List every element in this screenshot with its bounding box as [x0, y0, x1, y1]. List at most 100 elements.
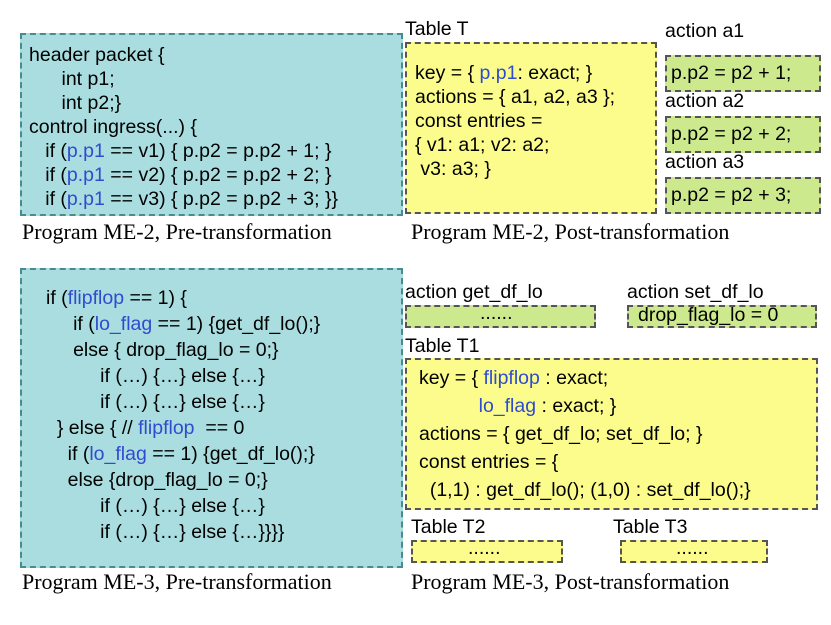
code-line: if (…) {…} else {…}	[46, 493, 320, 519]
code-text: const entries =	[415, 110, 543, 132]
me2-action-a1-body: p.p2 = p2 + 1;	[671, 62, 792, 84]
code-text: == v1) { p.p2 = p.p2 + 1; }	[104, 140, 332, 162]
code-text: : exact; }	[517, 62, 593, 84]
code-line: else { drop_flag_lo = 0;}	[46, 337, 320, 363]
code-text: == 1) {get_df_lo();}	[152, 313, 321, 335]
me3-table3-title: Table T3	[613, 516, 688, 538]
me3-action-set-box	[627, 305, 817, 328]
code-text: else { drop_flag_lo = 0;}	[46, 339, 279, 361]
code-line: const entries =	[415, 109, 615, 133]
highlighted-identifier: lo_flag	[94, 313, 153, 335]
code-text: if (…) {…} else {…}	[46, 365, 265, 387]
code-line: header packet {	[29, 43, 338, 67]
code-line: if (p.p1 == v2) { p.p2 = p.p2 + 2; }	[29, 163, 338, 187]
me2-action-a3-box	[665, 177, 821, 214]
code-line: if (p.p1 == v1) { p.p2 = p.p2 + 1; }	[29, 139, 338, 163]
code-text: if (	[46, 313, 95, 335]
code-text: == 1) {	[124, 287, 187, 309]
highlighted-identifier: p.p1	[66, 188, 105, 210]
highlighted-identifier: lo_flag	[478, 395, 537, 417]
me2-action-a2-body: p.p2 = p2 + 2;	[671, 123, 792, 145]
code-line: if (lo_flag == 1) {get_df_lo();}	[46, 441, 320, 467]
code-text	[419, 395, 479, 417]
me3-action-set-title: action set_df_lo	[627, 281, 764, 303]
code-text: if (	[46, 443, 90, 465]
me2-table-title: Table T	[405, 18, 469, 40]
code-line: int p1;	[29, 67, 338, 91]
code-line: if (p.p1 == v3) { p.p2 = p.p2 + 3; }}	[29, 187, 338, 211]
me3-action-get-body: ......	[480, 302, 513, 324]
code-text: actions = { a1, a2, a3 };	[415, 86, 616, 108]
me3-table1-code: key = { flipflop : exact; lo_flag : exac…	[419, 364, 751, 504]
code-line: key = { flipflop : exact;	[419, 364, 751, 392]
me3-table3-box	[620, 540, 768, 563]
code-text: const entries = {	[419, 451, 559, 473]
me2-action-a2-title: action a2	[665, 90, 745, 112]
highlighted-identifier: flipflop	[483, 367, 540, 389]
me3-table2-title: Table T2	[411, 516, 486, 538]
me2-action-a3-title: action a3	[665, 151, 745, 173]
me3-post-caption: Program ME-3, Post-transformation	[411, 569, 730, 594]
code-line: if (flipflop == 1) {	[46, 285, 320, 311]
code-line: if (…) {…} else {…}}}}	[46, 519, 320, 545]
code-line: else {drop_flag_lo = 0;}	[46, 467, 320, 493]
code-line: actions = { a1, a2, a3 };	[415, 85, 615, 109]
me3-table1-box	[405, 358, 818, 510]
me2-pre-code: header packet { int p1; int p2;}control …	[29, 43, 338, 211]
code-line: v3: a3; }	[415, 157, 615, 181]
code-line: key = { p.p1: exact; }	[415, 61, 615, 85]
code-text: v3: a3; }	[415, 158, 491, 180]
me3-table2-body: ......	[468, 537, 501, 559]
code-text: : exact; }	[536, 395, 617, 417]
me2-action-a2-box	[665, 116, 821, 153]
me3-action-set-body: drop_flag_lo = 0	[638, 304, 779, 326]
code-line: control ingress(...) {	[29, 115, 338, 139]
code-text: { v1: a1; v2: a2;	[415, 134, 550, 156]
code-line: const entries = {	[419, 448, 751, 476]
highlighted-identifier: p.p1	[66, 140, 105, 162]
code-text: key = {	[415, 62, 480, 84]
code-line: actions = { get_df_lo; set_df_lo; }	[419, 420, 751, 448]
highlighted-identifier: flipflop	[67, 287, 125, 309]
code-text: if (	[29, 164, 67, 186]
me2-action-a1-box	[665, 55, 821, 92]
code-text: (1,1) : get_df_lo(); (1,0) : set_df_lo()…	[419, 479, 751, 501]
code-text: if (	[29, 188, 67, 210]
code-text: == 1) {get_df_lo();}	[146, 443, 315, 465]
me2-post-caption: Program ME-2, Post-transformation	[411, 219, 730, 244]
code-line: if (lo_flag == 1) {get_df_lo();}	[46, 311, 320, 337]
code-text: == v3) { p.p2 = p.p2 + 3; }}	[104, 188, 338, 210]
code-text: else {drop_flag_lo = 0;}	[46, 469, 268, 491]
code-text: int p2;}	[29, 92, 122, 114]
code-line: (1,1) : get_df_lo(); (1,0) : set_df_lo()…	[419, 476, 751, 504]
highlighted-identifier: flipflop	[138, 417, 195, 439]
code-text: int p1;	[29, 68, 115, 90]
highlighted-identifier: p.p1	[66, 164, 105, 186]
me3-action-get-title: action get_df_lo	[405, 281, 543, 303]
code-text: if (	[29, 140, 67, 162]
code-text: control ingress(...) {	[29, 116, 197, 138]
me2-action-a1-title: action a1	[665, 20, 745, 42]
code-text: if (…) {…} else {…}	[46, 391, 265, 413]
me2-table-box	[405, 42, 657, 214]
code-text: if (…) {…} else {…}}}}	[46, 521, 285, 543]
me3-table3-body: ......	[676, 537, 709, 559]
me3-action-get-box	[405, 305, 596, 328]
code-text: } else { //	[46, 417, 139, 439]
code-line: int p2;}	[29, 91, 338, 115]
code-line: if (…) {…} else {…}	[46, 363, 320, 389]
me2-action-a3-body: p.p2 = p2 + 3;	[671, 184, 792, 206]
code-text: actions = { get_df_lo; set_df_lo; }	[419, 423, 703, 445]
me3-pre-code-box	[20, 268, 403, 568]
me3-table1-title: Table T1	[405, 335, 480, 357]
me2-pre-caption: Program ME-2, Pre-transformation	[22, 219, 332, 244]
code-text: : exact;	[539, 367, 609, 389]
highlighted-identifier: lo_flag	[89, 443, 147, 465]
code-text: header packet {	[29, 44, 165, 66]
code-text: if (…) {…} else {…}	[46, 495, 265, 517]
code-line: if (…) {…} else {…}	[46, 389, 320, 415]
code-text: if (	[46, 287, 68, 309]
code-line: { v1: a1; v2: a2;	[415, 133, 615, 157]
code-text: == 0	[194, 417, 245, 439]
me2-pre-code-box	[20, 33, 403, 216]
